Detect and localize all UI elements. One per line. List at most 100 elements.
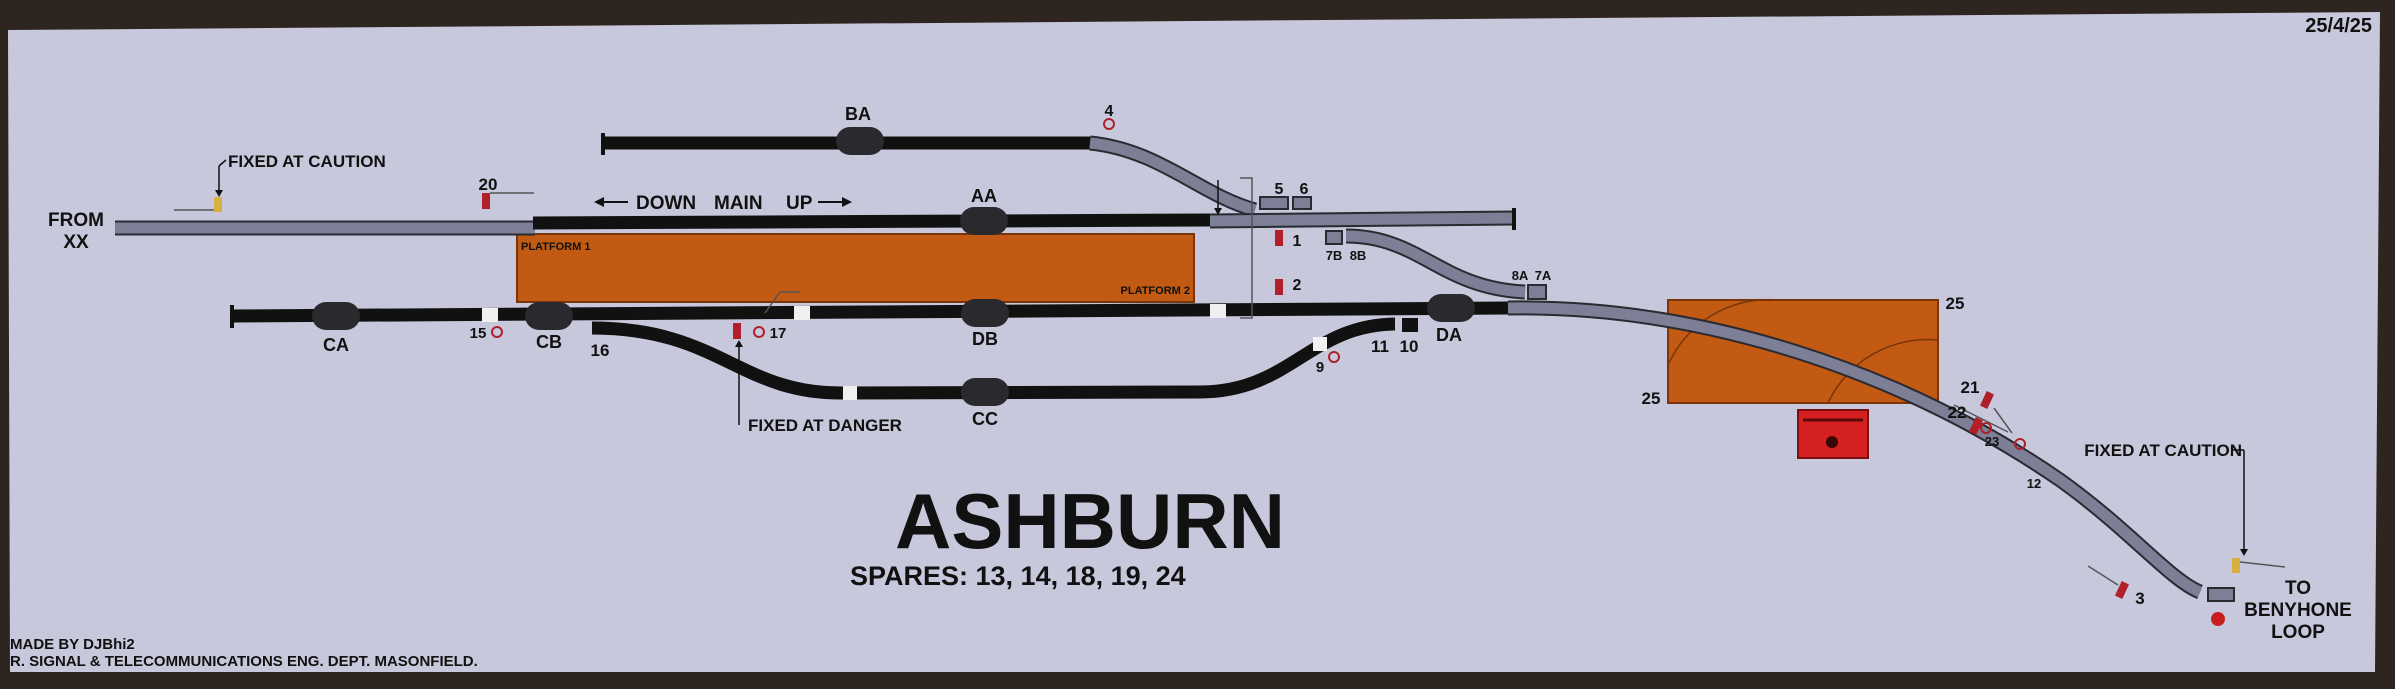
point-disc-4[interactable]	[1103, 118, 1115, 130]
bracket	[1953, 404, 2009, 433]
fixed-caution-signal-right	[2232, 558, 2240, 573]
lamp-db	[961, 299, 1009, 327]
track-platform2	[231, 301, 1509, 323]
fixed-caution-signal-left	[214, 197, 222, 212]
up-label: UP	[786, 193, 813, 214]
from-label-xx: XX	[63, 232, 89, 253]
lever-25-right: 25	[1946, 294, 1965, 313]
tc-label-aa: AA	[971, 186, 997, 206]
point-disc-15[interactable]	[491, 326, 503, 338]
to-label-loop: LOOP	[2271, 622, 2325, 643]
tc-label-da: DA	[1436, 325, 1462, 345]
lever-11: 11	[1371, 337, 1389, 356]
lever-25-left: 25	[1642, 389, 1661, 408]
insulated-joint	[1210, 304, 1226, 318]
track-main-aa	[532, 213, 1213, 230]
insulated-joint	[482, 308, 498, 322]
spares-label: SPARES: 13, 14, 18, 19, 24	[850, 561, 1186, 591]
crossing-box	[1797, 409, 1869, 459]
tc-label-cc: CC	[972, 409, 998, 429]
point-disc-17[interactable]	[753, 326, 765, 338]
fixed-caution-label-left: FIXED AT CAUTION	[228, 152, 386, 171]
lever-2: 2	[1293, 277, 1302, 294]
lamp-ca	[312, 302, 360, 330]
fixed-caution-label-right: FIXED AT CAUTION	[2084, 441, 2242, 460]
signal-21[interactable]	[1979, 391, 1995, 409]
lever-3: 3	[2135, 589, 2144, 608]
signal-3[interactable]	[2114, 581, 2130, 599]
down-label: DOWN	[636, 193, 696, 214]
track-stub-5	[1259, 196, 1289, 210]
track-stub-10	[1402, 318, 1418, 332]
signal-22[interactable]	[1968, 417, 1984, 435]
tc-label-cb: CB	[536, 332, 562, 352]
lamp-ba	[836, 127, 884, 155]
insulated-joint	[794, 306, 810, 320]
point-disc-12[interactable]	[2014, 438, 2026, 450]
pointer-arrow	[2240, 549, 2248, 556]
fixed-danger-label: FIXED AT DANGER	[748, 416, 902, 435]
lever-9: 9	[1316, 359, 1324, 376]
track-main-up	[1209, 212, 1516, 227]
lever-1: 1	[1293, 233, 1302, 250]
crossing-box-indicator	[1826, 436, 1838, 448]
pointer-arrow	[215, 190, 223, 197]
diagram-board	[8, 12, 2380, 672]
lamp-aa	[960, 207, 1008, 235]
signal-2[interactable]	[1275, 279, 1283, 295]
track-stub-end	[2207, 587, 2235, 602]
track-to-benyhone	[1507, 302, 2203, 598]
bracket	[1240, 177, 1253, 319]
insulated-joint	[843, 386, 857, 400]
station-title: ASHBURN	[895, 477, 1285, 565]
lever-23: 23	[1985, 434, 1999, 449]
lever-8b: 8B	[1350, 248, 1367, 263]
signal-20[interactable]	[482, 193, 490, 209]
lever-4: 4	[1105, 103, 1114, 120]
lever-17: 17	[770, 325, 787, 342]
signal-post	[2087, 565, 2119, 586]
lever-7b: 7B	[1326, 248, 1343, 263]
lamp-cb	[525, 302, 573, 330]
track-stub-6	[1292, 196, 1312, 210]
lever-7a: 7A	[1535, 268, 1552, 283]
signal-17-fixed-danger	[733, 323, 741, 339]
lever-21: 21	[1961, 378, 1980, 397]
lever-16: 16	[591, 341, 610, 360]
lever-6: 6	[1300, 181, 1309, 198]
lever-8a: 8A	[1512, 268, 1529, 283]
lever-12: 12	[2027, 476, 2041, 491]
track-stub-7b	[1325, 230, 1343, 245]
up-arrow-head	[842, 197, 852, 207]
pointer-arrow	[735, 340, 743, 347]
platform2-label: PLATFORM 2	[1121, 285, 1190, 297]
stop-indicator	[2211, 612, 2225, 626]
signals	[482, 192, 2225, 626]
gate-arc	[1667, 298, 1779, 366]
point-disc-9[interactable]	[1328, 351, 1340, 363]
signal-17-post	[764, 291, 800, 314]
down-arrow-head	[594, 197, 604, 207]
credit-line-2: R. SIGNAL & TELECOMMUNICATIONS ENG. DEPT…	[10, 653, 478, 670]
gate-arc	[1827, 338, 1939, 404]
tc-label-ba: BA	[845, 104, 871, 124]
lamp-cc	[961, 378, 1009, 406]
track-circuit-lamps	[312, 127, 1475, 406]
lamp-da	[1427, 294, 1475, 322]
platform1-label: PLATFORM 1	[521, 241, 590, 253]
platform-block	[516, 233, 1195, 303]
track-crossover-4	[1089, 137, 1257, 216]
signal-post	[2239, 561, 2286, 568]
from-label: FROM	[48, 210, 104, 231]
signal-1[interactable]	[1275, 230, 1283, 246]
tc-label-db: DB	[972, 329, 998, 349]
to-label-benyhone: BENYHONE	[2244, 600, 2352, 621]
lever-22: 22	[1948, 403, 1967, 422]
pointer-line	[218, 159, 227, 167]
tc-label-ca: CA	[323, 335, 349, 355]
point-disc-23[interactable]	[1980, 422, 1992, 434]
pointer-arrow	[1214, 208, 1222, 215]
track-stub-7a	[1527, 284, 1547, 300]
